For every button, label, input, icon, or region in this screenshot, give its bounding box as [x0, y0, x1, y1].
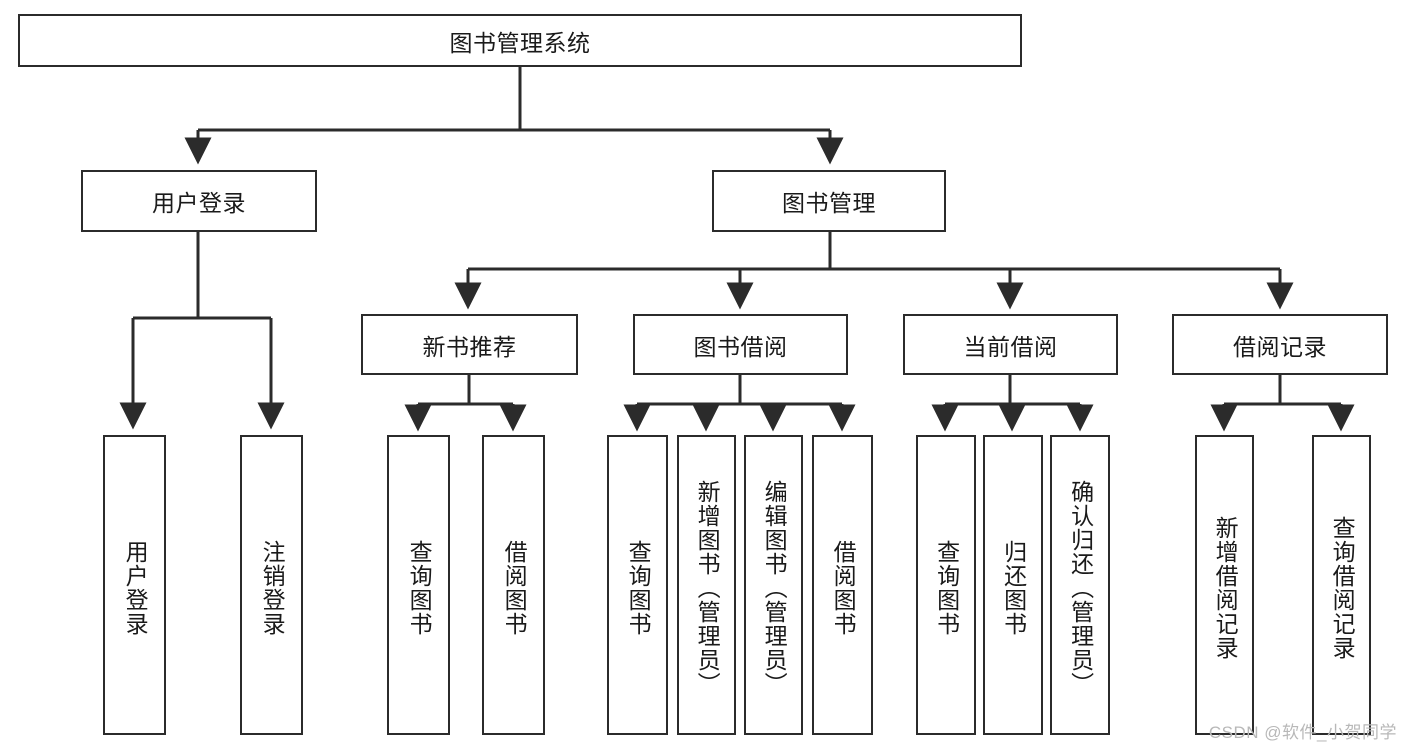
leaf-book-borrow-add[interactable]: 新增图书（管理员）	[677, 435, 736, 735]
node-book-management-label: 图书管理	[782, 190, 876, 216]
node-root[interactable]: 图书管理系统	[18, 14, 1022, 67]
leaf-new-book-borrow[interactable]: 借阅图书	[482, 435, 545, 735]
node-book-management[interactable]: 图书管理	[712, 170, 946, 232]
node-borrow-record-label: 借阅记录	[1233, 333, 1327, 360]
leaf-current-borrow-confirm-return-label: 确认归还（管理员）	[1067, 480, 1094, 696]
node-book-borrow[interactable]: 图书借阅	[633, 314, 848, 375]
leaf-book-borrow-add-label: 新增图书（管理员）	[694, 480, 721, 696]
leaf-borrow-record-add-label: 新增借阅记录	[1212, 516, 1239, 660]
leaf-user-login-logout-label: 注销登录	[259, 540, 286, 636]
leaf-user-login-logout[interactable]: 注销登录	[240, 435, 303, 735]
leaf-borrow-record-query-label: 查询借阅记录	[1329, 516, 1356, 660]
node-root-label: 图书管理系统	[449, 29, 591, 56]
leaf-user-login-login-label: 用户登录	[122, 540, 149, 636]
leaf-user-login-login[interactable]: 用户登录	[103, 435, 166, 735]
leaf-book-borrow-borrow[interactable]: 借阅图书	[812, 435, 873, 735]
leaf-current-borrow-query-label: 查询图书	[933, 540, 960, 636]
leaf-new-book-query-label: 查询图书	[406, 540, 433, 636]
leaf-current-borrow-query[interactable]: 查询图书	[916, 435, 976, 735]
leaf-book-borrow-query-label: 查询图书	[625, 540, 652, 636]
leaf-current-borrow-return-label: 归还图书	[1000, 540, 1027, 636]
node-new-book-recommend-label: 新书推荐	[422, 333, 517, 360]
leaf-borrow-record-add[interactable]: 新增借阅记录	[1195, 435, 1254, 735]
node-user-login[interactable]: 用户登录	[81, 170, 317, 232]
leaf-borrow-record-query[interactable]: 查询借阅记录	[1312, 435, 1371, 735]
leaf-current-borrow-return[interactable]: 归还图书	[983, 435, 1043, 735]
node-current-borrow-label: 当前借阅	[963, 333, 1058, 360]
leaf-new-book-borrow-label: 借阅图书	[501, 540, 528, 636]
leaf-book-borrow-borrow-label: 借阅图书	[830, 540, 857, 636]
watermark: CSDN @软件_小贺同学	[1208, 723, 1397, 742]
node-current-borrow[interactable]: 当前借阅	[903, 314, 1118, 375]
leaf-current-borrow-confirm-return[interactable]: 确认归还（管理员）	[1050, 435, 1110, 735]
leaf-book-borrow-query[interactable]: 查询图书	[607, 435, 668, 735]
node-book-borrow-label: 图书借阅	[693, 333, 788, 360]
leaf-book-borrow-edit-label: 编辑图书（管理员）	[761, 480, 788, 696]
leaf-new-book-query[interactable]: 查询图书	[387, 435, 450, 735]
node-user-login-label: 用户登录	[152, 190, 246, 216]
node-new-book-recommend[interactable]: 新书推荐	[361, 314, 578, 375]
node-borrow-record[interactable]: 借阅记录	[1172, 314, 1388, 375]
leaf-book-borrow-edit[interactable]: 编辑图书（管理员）	[744, 435, 803, 735]
